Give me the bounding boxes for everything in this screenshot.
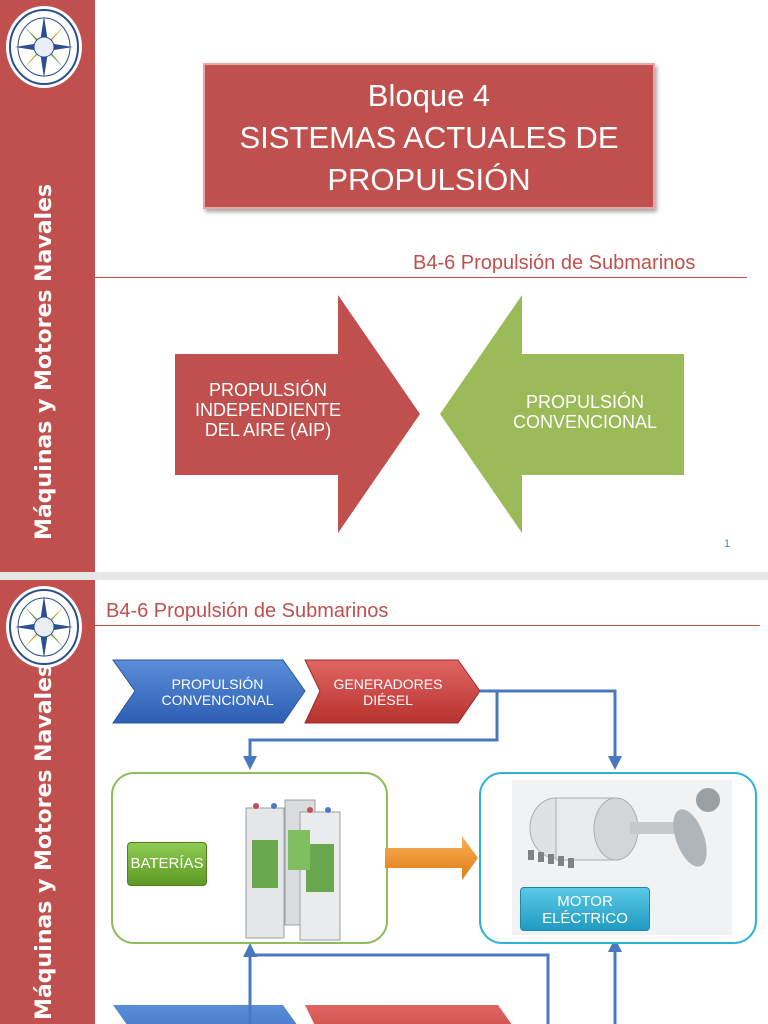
battery-cells-icon <box>245 799 341 941</box>
sidebar-title: Máquinas y Motores Navales <box>32 183 57 540</box>
section-subtitle: B4-6 Propulsión de Submarinos <box>413 252 696 274</box>
diesel-chevron-line-2: DIÉSEL <box>363 692 413 708</box>
conventional-chevron-line-2: CONVENCIONAL <box>161 692 274 708</box>
conventional-label-line-2: CONVENCIONAL <box>512 412 658 432</box>
battery-to-motor-arrow <box>385 836 478 880</box>
conventional-label-line-1: PROPULSIÓN <box>525 392 645 412</box>
bottom-red-chevron <box>305 1005 512 1024</box>
university-seal-icon <box>6 586 82 668</box>
motor-label-line-1: MOTOR <box>557 893 613 910</box>
conventional-chevron-label: PROPULSIÓN CONVENCIONAL <box>140 676 295 708</box>
slide-1: Máquinas y Motores Navales Bloque 4 SIST… <box>0 0 747 572</box>
conventional-arrow <box>440 295 684 533</box>
title-line-3: PROPULSIÓN <box>327 162 531 197</box>
aip-label-line-3: DEL AIRE (AIP) <box>204 420 332 440</box>
propulsion-flow-diagram <box>111 659 757 1024</box>
aip-arrow-label: PROPULSIÓN INDEPENDIENTE DEL AIRE (AIP) <box>178 380 358 440</box>
diesel-chevron-label: GENERADORES DIÉSEL <box>318 676 458 708</box>
subtitle-rule <box>95 625 760 626</box>
batteries-label: BATERÍAS <box>127 842 207 886</box>
arrows-diagram <box>175 295 684 533</box>
title-line-2: SISTEMAS ACTUALES DE <box>239 120 619 155</box>
university-seal-icon <box>6 6 82 88</box>
slide-separator <box>0 572 768 580</box>
diesel-chevron <box>304 659 481 724</box>
conventional-chevron-line-1: PROPULSIÓN <box>171 676 264 692</box>
conventional-chevron <box>112 659 306 724</box>
aip-label-line-2: INDEPENDIENTE <box>194 400 342 420</box>
title-line-1: Bloque 4 <box>367 78 491 113</box>
title-box: Bloque 4 SISTEMAS ACTUALES DE PROPULSIÓN <box>203 63 655 209</box>
electric-motor-label: MOTOR ELÉCTRICO <box>520 887 650 931</box>
section-subtitle: B4-6 Propulsión de Submarinos <box>106 600 389 622</box>
diesel-chevron-line-1: GENERADORES <box>333 676 443 692</box>
aip-arrow <box>175 295 420 533</box>
slide-2-sidebar: Máquinas y Motores Navales <box>0 580 95 1024</box>
subtitle-rule <box>95 277 747 278</box>
aip-label-line-1: PROPULSIÓN <box>208 380 328 400</box>
conventional-arrow-label: PROPULSIÓN CONVENCIONAL <box>490 392 680 432</box>
bottom-blue-chevron <box>113 1005 297 1024</box>
motor-label-line-2: ELÉCTRICO <box>542 910 628 927</box>
page-number: 1 <box>724 538 731 550</box>
slide-1-sidebar: Máquinas y Motores Navales <box>0 0 95 572</box>
